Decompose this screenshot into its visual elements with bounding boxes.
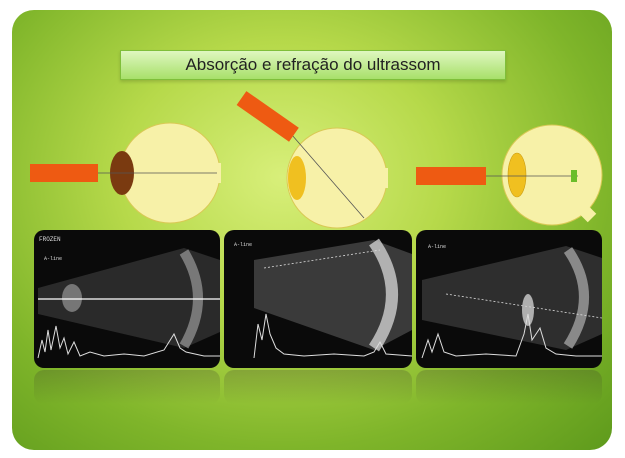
- ultrasound-scan-2: A-line: [224, 230, 412, 368]
- lens-echo-1: [62, 284, 82, 312]
- slide-background: Absorção e refração do ultrassom: [12, 10, 612, 450]
- ultrasound-image-1: FROZEN A-line: [34, 230, 220, 368]
- ultrasound-scan-1: FROZEN A-line: [34, 230, 220, 368]
- ultrasound-image-2: A-line: [224, 230, 412, 368]
- ultrasound-scan-3: A-line: [416, 230, 602, 368]
- lens-clear-2: [288, 156, 306, 200]
- ultrasound-image-3: A-line: [416, 230, 602, 368]
- scan-reflection-3: [416, 370, 602, 404]
- probe-3: [416, 167, 486, 185]
- retina-echo-3: [571, 170, 577, 182]
- eye-diagram-refraction: [237, 91, 388, 228]
- probe-1: [30, 164, 98, 182]
- scan-reflection-2: [224, 370, 412, 404]
- eye-diagram-absorption: [30, 123, 221, 223]
- probe-2: [237, 91, 299, 142]
- scan-reflection-1: [34, 370, 220, 404]
- lens-echo-3: [522, 294, 534, 326]
- mode-label-3: A-line: [428, 244, 446, 250]
- frozen-label: FROZEN: [39, 236, 61, 243]
- eye-diagram-normal: [416, 125, 602, 225]
- optic-nerve-2: [374, 168, 388, 188]
- lens-clear-3: [508, 153, 526, 197]
- mode-label-2: A-line: [234, 242, 252, 248]
- mode-label-1: A-line: [44, 256, 62, 262]
